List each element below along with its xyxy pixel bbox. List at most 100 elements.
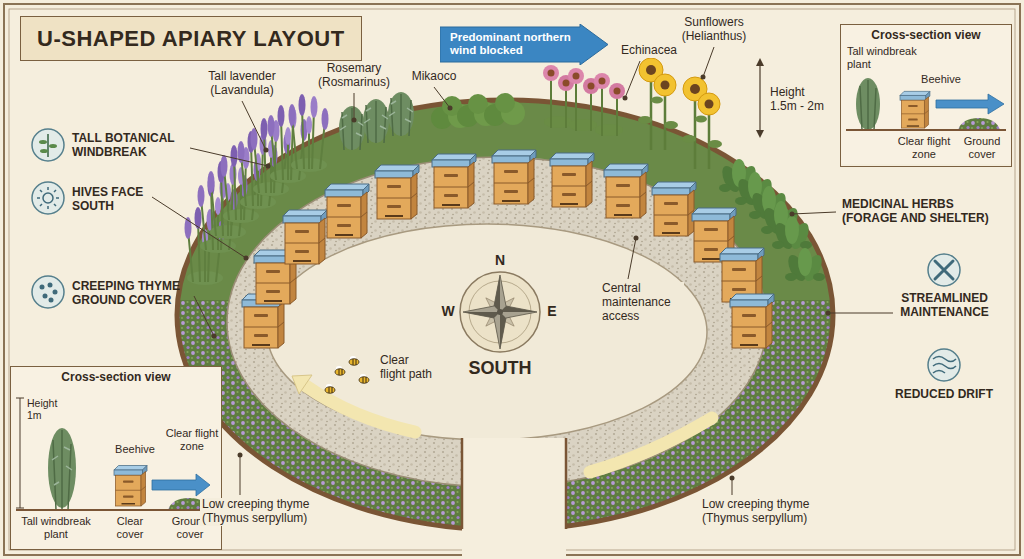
- text-holder: Beehive: [107, 443, 163, 456]
- plant-label: Mikaoco: [404, 70, 464, 84]
- echinacea-plant: [594, 73, 625, 136]
- compass-letter: W: [438, 303, 458, 319]
- beehives: [242, 150, 774, 348]
- label-holder: Tall lavender (Lavandula): [196, 70, 288, 98]
- label-holder: SOUTH: [455, 358, 545, 379]
- panel-label: Clear flight zone: [893, 135, 955, 160]
- plant-label: Rosemary (Rosmarinus): [312, 62, 396, 90]
- herb-plant: [772, 216, 813, 252]
- arrow-outline: [440, 24, 608, 65]
- central-lawn: [267, 224, 707, 440]
- feature-label: TALL BOTANICAL WINDBREAK: [70, 132, 200, 160]
- label-holder: Clear flight path: [378, 354, 438, 382]
- panel-heading: Cross-section view: [11, 371, 221, 385]
- flight-path: [306, 386, 415, 432]
- beehive: [730, 294, 774, 348]
- text-holder: Height 1m: [25, 397, 73, 421]
- panel-label: Ground cover: [955, 135, 1009, 160]
- plant-label: Echinacea: [616, 44, 682, 58]
- text-holder: Beehive: [911, 73, 971, 86]
- flight-path-head: [292, 375, 312, 394]
- panel-heading: Cross-section view: [841, 29, 1011, 43]
- label-holder: CREEPING THYME GROUND COVER: [70, 280, 200, 308]
- text-holder: Cross-section view: [841, 29, 1011, 43]
- title-text: U-SHAPED APIARY LAYOUT: [20, 16, 362, 61]
- bed-end: [461, 438, 464, 529]
- compass-label: SOUTH: [455, 358, 545, 379]
- label-holder: REDUCED DRIFT: [884, 388, 1004, 402]
- label-holder: Mikaoco: [404, 70, 464, 84]
- label-holder: Sunflowers (Helianthus): [672, 16, 756, 44]
- feature-label: HIVES FACE SOUTH: [70, 186, 165, 214]
- panel-label: Tall windbreak plant: [845, 45, 927, 70]
- label-holder: Low creeping thyme (Thymus serpyllum): [700, 498, 824, 526]
- beehive: [283, 210, 327, 264]
- cross-section-panel: Cross-section viewHeight 1mBeehiveClear …: [10, 366, 222, 550]
- lavender-plant: [289, 94, 329, 172]
- label-holder: Rosemary (Rosmarinus): [312, 62, 396, 90]
- label-holder: E: [542, 303, 562, 319]
- cross-section-bottom: [10, 366, 222, 550]
- text-holder: Clear cover: [101, 515, 159, 540]
- text-holder: Clear flight zone: [893, 135, 955, 160]
- compass-rose: [460, 272, 540, 352]
- gravel-ring: [227, 157, 767, 487]
- area-label: Clear flight path: [378, 354, 438, 382]
- sunflower-plant: [682, 77, 722, 169]
- label-holder: STREAMLINED MAINTENANCE: [877, 292, 1012, 320]
- herb-plant: [785, 248, 826, 284]
- leader-dots: [212, 75, 831, 481]
- dimension-label: Height 1m: [25, 397, 73, 421]
- u-opening: [462, 438, 566, 559]
- label-holder: HIVES FACE SOUTH: [70, 186, 165, 214]
- feature-label: MEDICINAL HERBS (FORAGE AND SHELTER): [840, 198, 1002, 226]
- mikaoco-plant: [484, 93, 525, 126]
- area-label: Central maintenance access: [600, 282, 684, 323]
- label-holder: Height 1.5m - 2m: [768, 86, 834, 114]
- rosemary-plant: [388, 92, 414, 136]
- flight-path: [590, 418, 712, 472]
- panel-label: Clear cover: [101, 515, 159, 540]
- cross-section-panel: Cross-section viewTall windbreak plantBe…: [840, 24, 1012, 167]
- beehive: [432, 154, 476, 208]
- label-holder: MEDICINAL HERBS (FORAGE AND SHELTER): [840, 198, 1002, 226]
- bed-end: [565, 438, 568, 529]
- beehive: [492, 150, 536, 204]
- plant-label: Low creeping thyme (Thymus serpyllum): [700, 498, 824, 526]
- height-dimension: [756, 58, 764, 138]
- dimension-label: Height 1.5m - 2m: [768, 86, 834, 114]
- label-holder: Central maintenance access: [600, 282, 684, 323]
- leader-lines: [152, 47, 893, 495]
- arrow-label: Predominant northern wind blocked: [448, 31, 578, 57]
- compass-letter: E: [542, 303, 562, 319]
- feature-label: REDUCED DRIFT: [884, 388, 1004, 402]
- feature-label: CREEPING THYME GROUND COVER: [70, 280, 200, 308]
- wind-arrow: Predominant northern wind blocked: [440, 24, 608, 65]
- beehive: [652, 182, 696, 236]
- panel-label: Clear flight zone: [163, 427, 221, 452]
- beehive: [325, 184, 369, 238]
- text-holder: Cross-section view: [11, 371, 221, 385]
- plant-label: Sunflowers (Helianthus): [672, 16, 756, 44]
- label-holder: Low creeping thyme (Thymus serpyllum): [200, 498, 324, 526]
- panel-label: Beehive: [911, 73, 971, 86]
- compass-letter: N: [491, 252, 509, 268]
- panel-label: Tall windbreak plant: [15, 515, 97, 540]
- text-holder: Tall windbreak plant: [845, 45, 927, 70]
- panel-label: Beehive: [107, 443, 163, 456]
- cross-section-top: [840, 24, 1012, 164]
- label-holder: Echinacea: [616, 44, 682, 58]
- beehive: [550, 153, 594, 207]
- feature-icons: [32, 129, 960, 381]
- bees: [325, 356, 369, 393]
- plant-label: Low creeping thyme (Thymus serpyllum): [200, 498, 324, 526]
- label-holder: N: [491, 252, 509, 268]
- beehive: [604, 164, 648, 218]
- beehive: [375, 165, 419, 219]
- text-holder: Tall windbreak plant: [15, 515, 97, 540]
- sunflower-plant: [638, 58, 678, 150]
- label-holder: W: [438, 303, 458, 319]
- rosemary-plant: [339, 106, 365, 150]
